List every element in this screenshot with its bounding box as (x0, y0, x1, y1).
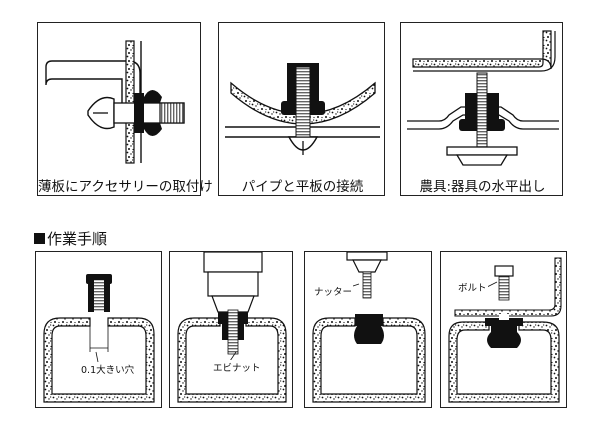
step2-illustration (177, 252, 287, 403)
step-label: エビナット (212, 360, 262, 374)
thin-plate-accessory-illustration (45, 40, 185, 164)
step-panel-2: エビナット (169, 251, 293, 408)
step-label: ボルト (457, 280, 488, 294)
section-title: 作業手順 (34, 228, 107, 249)
step-label: 0.1大きい穴 (80, 362, 136, 376)
panel-caption: 農具:器具の水平出し (419, 179, 546, 195)
leveling-illustration (407, 30, 559, 166)
square-bullet-icon (34, 233, 45, 244)
panel-thin-plate-accessory: 薄板にアクセサリーの取付け (37, 22, 213, 196)
step1-illustration (43, 274, 155, 403)
step4-illustration (448, 257, 562, 403)
pipe-plate-illustration (225, 63, 380, 155)
panel-leveling: 農具:器具の水平出し (400, 22, 563, 196)
step-panel-3: ナッター (304, 251, 432, 408)
step-panel-4: ボルト (440, 251, 567, 408)
section-title-text: 作業手順 (47, 230, 108, 248)
panel-caption: パイプと平板の接続 (241, 179, 364, 195)
panel-pipe-plate-connection: パイプと平板の接続 (218, 22, 385, 196)
step-panel-1: 0.1大きい穴 (35, 251, 162, 408)
step3-illustration (312, 252, 426, 403)
panel-caption: 薄板にアクセサリーの取付け (38, 179, 213, 195)
step-label: ナッター (313, 284, 354, 298)
